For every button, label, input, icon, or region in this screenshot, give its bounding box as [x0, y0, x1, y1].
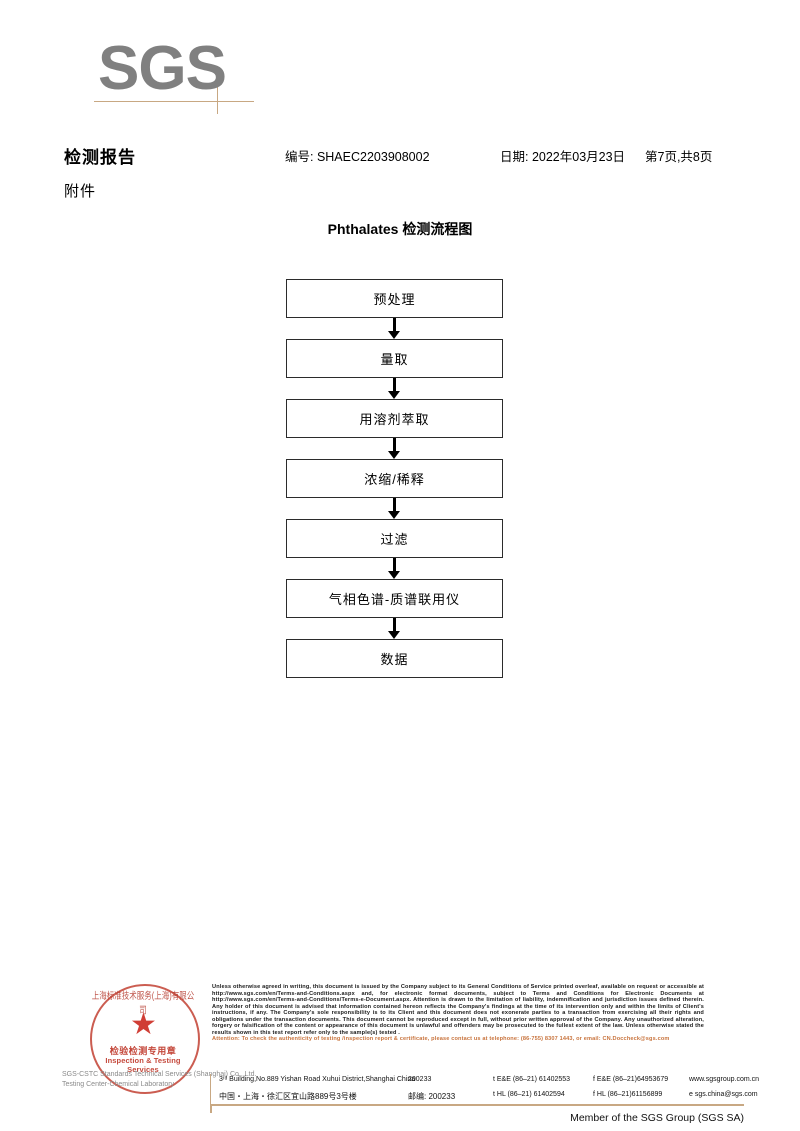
flow-arrow-down-icon	[286, 618, 503, 639]
address-english: 3ʳᵈ Building,No.889 Yishan Road Xuhui Di…	[219, 1076, 416, 1083]
report-date: 日期: 2022年03月23日	[500, 150, 626, 164]
legal-disclaimer: Unless otherwise agreed in writing, this…	[212, 984, 704, 1043]
report-number: 编号: SHAEC2203908002	[285, 150, 430, 164]
company-stamp: 上海标准技术服务(上海)有限公司 ★ 检验检测专用章 Inspection & …	[62, 982, 256, 1094]
arrow-head	[388, 451, 400, 459]
legal-terms-text: Unless otherwise agreed in writing, this…	[212, 984, 704, 1036]
arrow-head	[388, 631, 400, 639]
arrow-shaft	[393, 318, 396, 333]
telephone-ee: t E&E (86–21) 61402553	[493, 1076, 571, 1083]
flow-step-box: 量取	[286, 339, 503, 378]
member-of-group-text: Member of the SGS Group (SGS SA)	[570, 1112, 744, 1124]
page-footer: 上海标准技术服务(上海)有限公司 ★ 检验检测专用章 Inspection & …	[0, 975, 800, 1131]
address-row-en: 3ʳᵈ Building,No.889 Yishan Road Xuhui Di…	[211, 1074, 759, 1089]
report-header: 检测报告 编号: SHAEC2203908002 日期: 2022年03月23日…	[0, 143, 800, 167]
website-link[interactable]: www.sgsgroup.com.cn	[689, 1076, 760, 1083]
flowchart-title: Phthalates 检测流程图	[327, 221, 473, 237]
flow-arrow-down-icon	[286, 438, 503, 459]
sgs-logo: SGS	[94, 34, 358, 118]
flow-step-box: 预处理	[286, 279, 503, 318]
flow-arrow-down-icon	[286, 498, 503, 519]
arrow-shaft	[393, 618, 396, 633]
attachment-label: 附件	[64, 183, 97, 200]
arrow-head	[388, 391, 400, 399]
arrow-shaft	[393, 558, 396, 573]
arrow-shaft	[393, 498, 396, 513]
fax-hl: f HL (86–21)61156899	[593, 1091, 663, 1098]
postal-code-english: 200233	[408, 1076, 432, 1083]
flow-arrow-down-icon	[286, 558, 503, 579]
postal-code-chinese: 邮编: 200233	[408, 1092, 456, 1101]
stamp-chinese-text: 检验检测专用章	[109, 1046, 177, 1056]
address-row-cn: 中国・上海・徐汇区宜山路889号3号楼 邮编: 200233 t HL (86–…	[211, 1089, 758, 1104]
telephone-hl: t HL (86–21) 61402594	[493, 1091, 565, 1098]
page-title: 检测报告	[64, 148, 136, 167]
flow-step-box: 过滤	[286, 519, 503, 558]
logo-horizontal-rule	[94, 101, 254, 102]
footer-divider-tick	[210, 1104, 212, 1113]
address-chinese: 中国・上海・徐汇区宜山路889号3号楼	[219, 1092, 357, 1101]
email-link[interactable]: e sgs.china@sgs.com	[689, 1091, 758, 1098]
stamp-arc-text: 上海标准技术服务(上海)有限公司	[91, 990, 195, 1016]
attention-notice-text: Attention: To check the authenticity of …	[212, 1036, 670, 1043]
address-block: 3ʳᵈ Building,No.889 Yishan Road Xuhui Di…	[210, 1074, 759, 1104]
company-name-line1: SGS-CSTC Standards Technical Services (S…	[62, 1071, 257, 1078]
flow-arrow-down-icon	[286, 378, 503, 399]
stamp-english-text: Inspection & Testing Services	[105, 1056, 181, 1074]
company-name-line2: Testing Center-Chemical Laboratory	[62, 1081, 175, 1088]
logo-vertical-rule	[217, 66, 218, 114]
arrow-head	[388, 331, 400, 339]
page-number: 第7页,共8页	[645, 150, 713, 164]
stamp-circle-border	[90, 984, 200, 1094]
flow-step-box: 气相色谱-质谱联用仪	[286, 579, 503, 618]
sgs-wordmark: SGS	[98, 34, 227, 103]
flow-step-box: 用溶剂萃取	[286, 399, 503, 438]
arrow-head	[388, 571, 400, 579]
star-icon: ★	[130, 1008, 157, 1041]
flow-step-box: 浓缩/稀释	[286, 459, 503, 498]
flow-step-box: 数据	[286, 639, 503, 678]
footer-divider	[210, 1104, 744, 1106]
fax-ee: f E&E (86–21)64953679	[593, 1076, 669, 1083]
flowchart: 预处理 量取 用溶剂萃取 浓缩/稀释 过滤 气相色谱-质谱联用仪 数据	[286, 279, 503, 678]
arrow-shaft	[393, 378, 396, 393]
arrow-shaft	[393, 438, 396, 453]
flow-arrow-down-icon	[286, 318, 503, 339]
arrow-head	[388, 511, 400, 519]
